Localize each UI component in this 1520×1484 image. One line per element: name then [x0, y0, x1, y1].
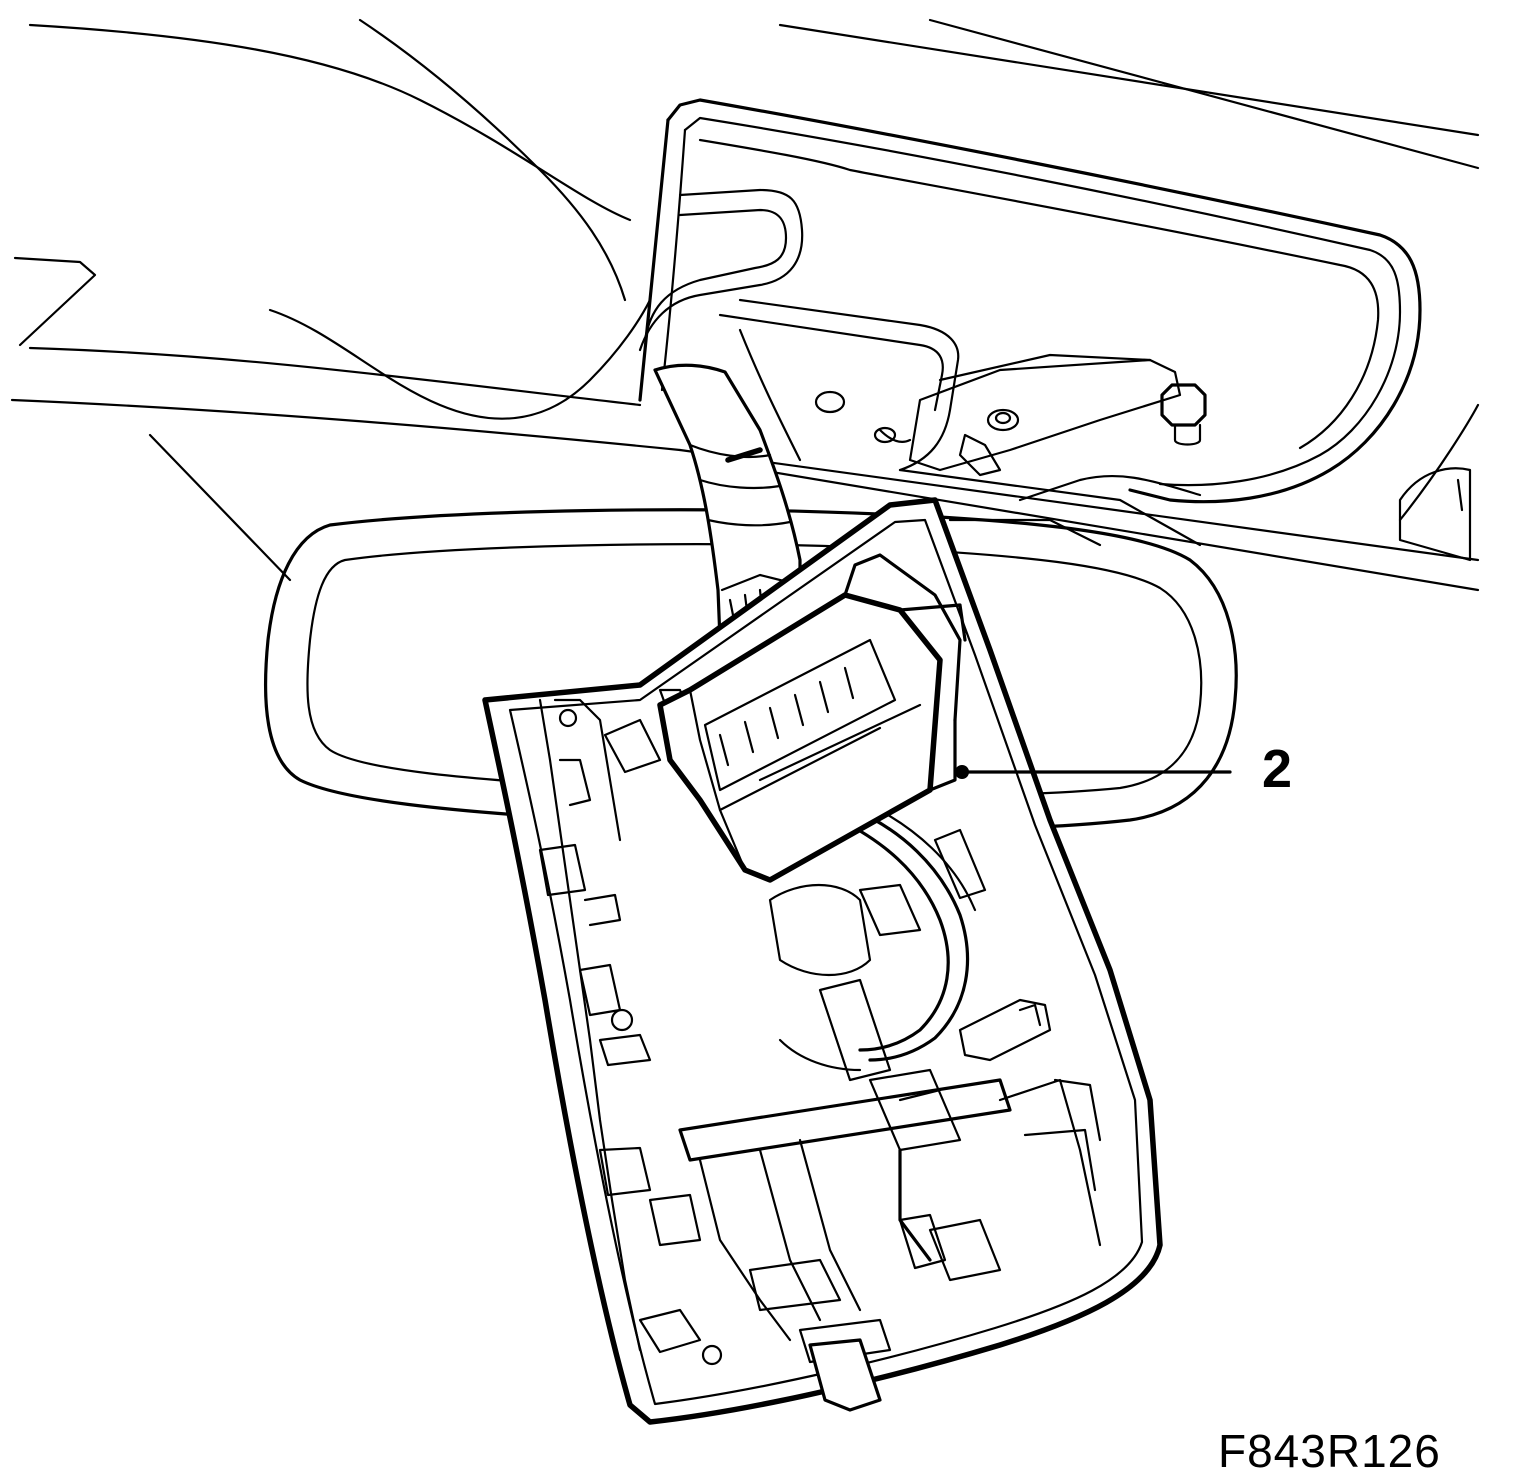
electrical-connector [657, 553, 967, 883]
console-housing [482, 497, 1163, 1425]
callout-label-2: 2 [1262, 739, 1293, 799]
figure-code: F843R126 [1218, 1425, 1441, 1477]
headliner-lines [10, 18, 1480, 592]
callout-leader [955, 765, 1232, 779]
mounting-bracket [873, 353, 1207, 477]
roof-console-frame [638, 98, 1422, 547]
